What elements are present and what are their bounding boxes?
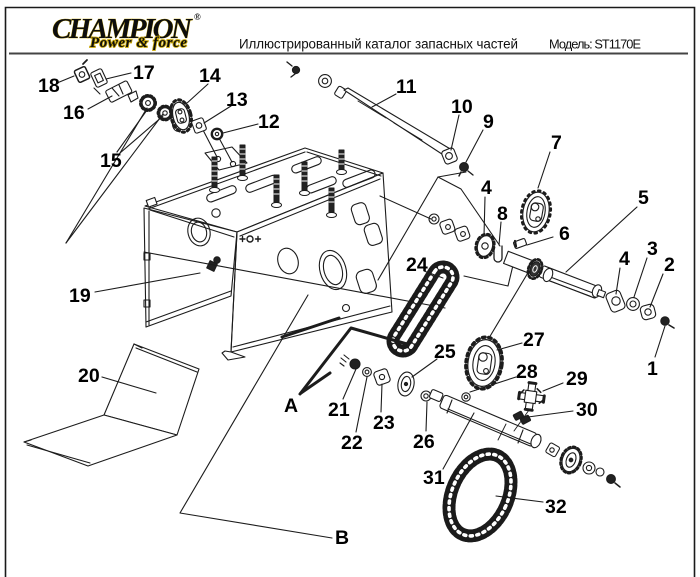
svg-text:3: 3 — [647, 238, 658, 260]
svg-text:4: 4 — [619, 248, 630, 270]
svg-text:9: 9 — [483, 111, 494, 133]
svg-text:31: 31 — [423, 467, 445, 489]
svg-text:22: 22 — [341, 432, 363, 454]
svg-text:28: 28 — [516, 361, 538, 383]
svg-text:21: 21 — [328, 399, 350, 421]
svg-text:Иллюстрированный каталог запас: Иллюстрированный каталог запасных частей — [239, 37, 518, 52]
svg-text:25: 25 — [434, 341, 456, 363]
svg-text:12: 12 — [258, 111, 280, 133]
svg-text:32: 32 — [545, 496, 567, 518]
svg-text:2: 2 — [664, 254, 675, 276]
svg-text:11: 11 — [396, 76, 417, 98]
svg-text:B: B — [335, 527, 349, 549]
svg-text:CHAMPION: CHAMPION — [52, 13, 193, 45]
svg-text:5: 5 — [638, 187, 649, 209]
svg-text:16: 16 — [63, 102, 85, 124]
svg-text:7: 7 — [551, 132, 562, 154]
svg-text:30: 30 — [576, 399, 598, 421]
svg-text:1: 1 — [647, 358, 658, 380]
svg-text:Power & force: Power & force — [90, 35, 187, 51]
svg-text:A: A — [284, 395, 298, 417]
svg-text:10: 10 — [451, 96, 473, 118]
svg-text:6: 6 — [559, 223, 570, 245]
svg-text:14: 14 — [199, 65, 221, 87]
svg-text:23: 23 — [373, 412, 395, 434]
svg-text:Модель: ST1170E: Модель: ST1170E — [549, 37, 641, 52]
svg-text:8: 8 — [497, 203, 508, 225]
svg-text:20: 20 — [78, 365, 100, 387]
svg-text:29: 29 — [566, 368, 588, 390]
svg-text:24: 24 — [406, 254, 428, 276]
svg-text:27: 27 — [523, 329, 545, 351]
svg-text:13: 13 — [226, 89, 248, 111]
svg-text:®: ® — [194, 12, 201, 22]
svg-text:18: 18 — [38, 75, 60, 97]
svg-text:26: 26 — [413, 431, 435, 453]
svg-text:15: 15 — [100, 150, 122, 172]
svg-text:17: 17 — [133, 62, 155, 84]
svg-text:19: 19 — [69, 285, 91, 307]
svg-text:4: 4 — [481, 177, 492, 199]
